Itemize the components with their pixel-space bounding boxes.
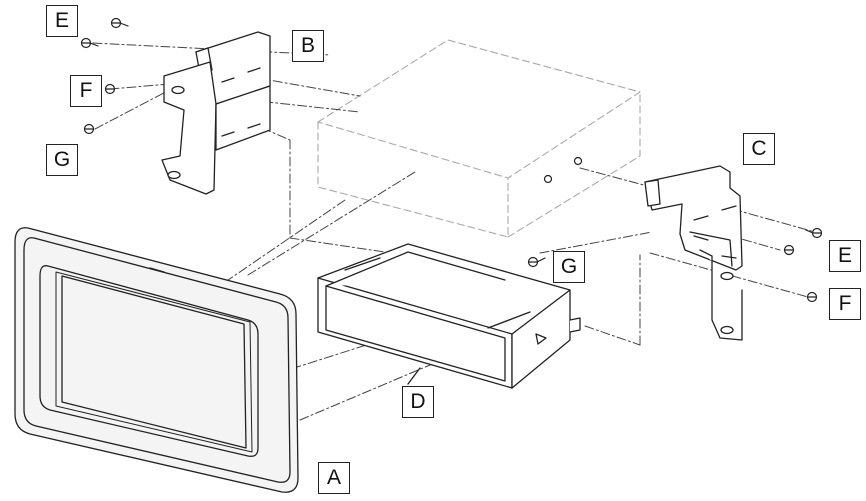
label-a: A <box>318 462 350 494</box>
screw-e-right-2 <box>783 244 795 256</box>
bracket-b <box>161 31 271 195</box>
screw-g-center <box>527 256 546 268</box>
screws <box>80 17 823 303</box>
nut-on-unit-1 <box>543 174 553 184</box>
label-f-top: F <box>70 75 102 107</box>
assembly-guide-lines <box>92 42 816 421</box>
screw-e-right <box>805 227 823 239</box>
label-f-right: F <box>829 288 861 320</box>
nut-on-unit-2 <box>573 156 583 166</box>
label-d: D <box>402 386 434 418</box>
label-e-right: E <box>829 240 861 272</box>
label-b: B <box>292 30 324 62</box>
screw-e-top-2 <box>80 37 99 49</box>
pocket-d <box>317 243 581 389</box>
head-unit-outline <box>317 39 641 238</box>
label-e-top: E <box>46 5 78 37</box>
screw-f-top <box>104 83 116 95</box>
label-g-center: G <box>553 251 585 283</box>
label-c: C <box>743 133 775 165</box>
bracket-c <box>644 165 743 341</box>
screw-g-top <box>83 123 95 135</box>
bezel-a <box>14 227 299 493</box>
label-g-top: G <box>46 144 78 176</box>
screw-e-top <box>110 17 129 29</box>
screw-f-right <box>806 291 818 303</box>
